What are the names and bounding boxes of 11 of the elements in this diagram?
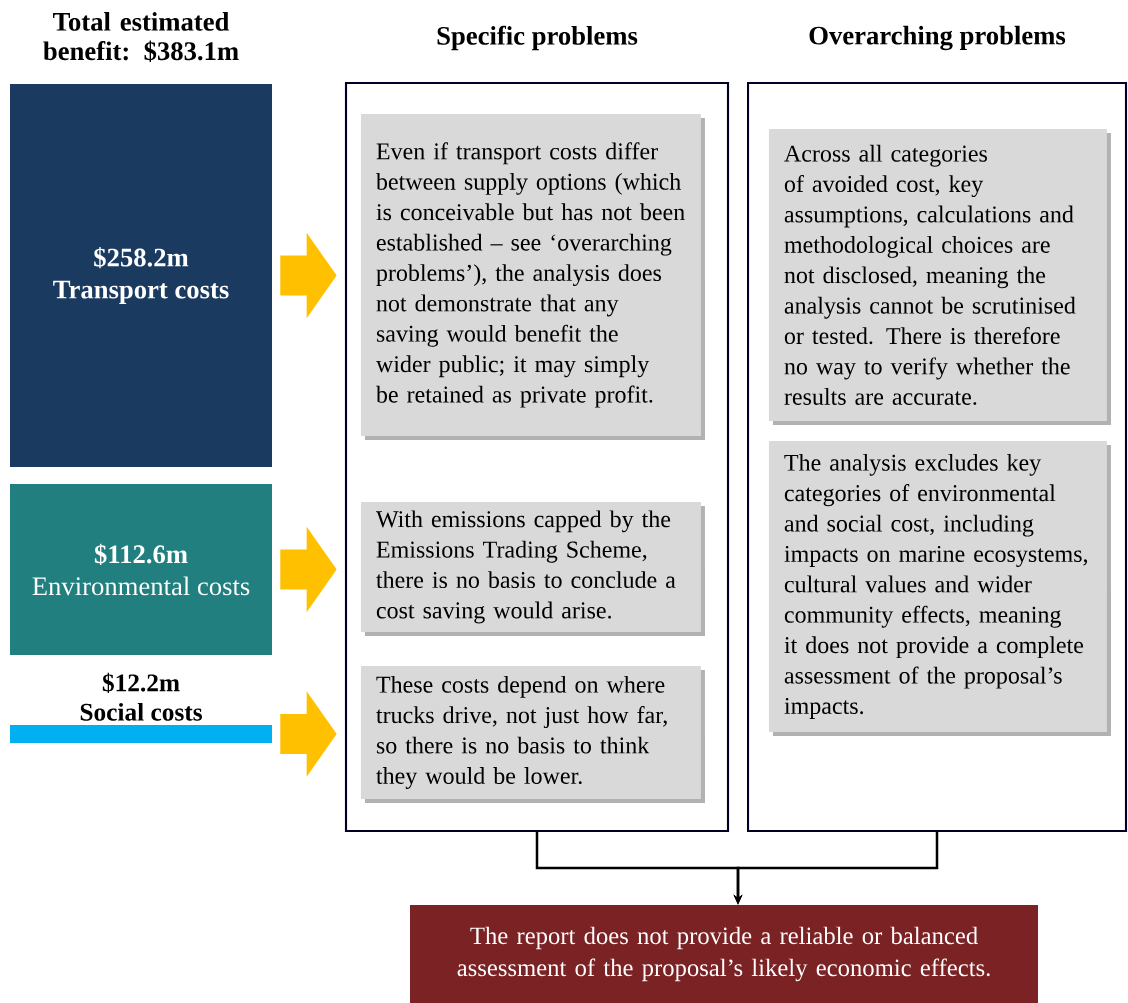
panel-heading: Specific problems	[437, 25, 638, 51]
problem-note: Even if transport costs differ between supply options (which is conceivable but has not been established – see ‘overarching problems’), the analysis does not demonstrate that any saving would benefit the wider public; it may simply be retained as private profit.	[360, 113, 705, 440]
cost-bar: $112.6m Environmental costs	[10, 484, 272, 655]
conclusion-box: The report does not provide a reliable or balanced assessment of the proposal’s likely economic effects.	[410, 905, 1038, 1003]
problem-note: With emissions capped by the Emissions Trading Scheme, there is no basis to conclude a cost saving would arise.	[360, 501, 705, 636]
problem-note: The analysis excludes key categories of environmental and social cost, including impacts on marine ecosystems, cultural values and wider community effects, meaning it does not provide a complete assessment of the proposal’s impacts.	[768, 440, 1111, 736]
bar-label: $12.2m Social costs	[80, 672, 202, 721]
cost-bar: $258.2m Transport costs	[10, 84, 272, 467]
panel-heading: Overarching problems	[809, 25, 1066, 51]
problem-note: Across all categories of avoided cost, key assumptions, calculations and methodological choices are not disclosed, meaning the analysis cannot be scrutinised or tested. There is therefore no way to verify whether the results are accurate.	[768, 128, 1111, 425]
problem-note: These costs depend on where trucks drive, not just how far, so there is no basis to think they would be lower.	[360, 665, 705, 803]
